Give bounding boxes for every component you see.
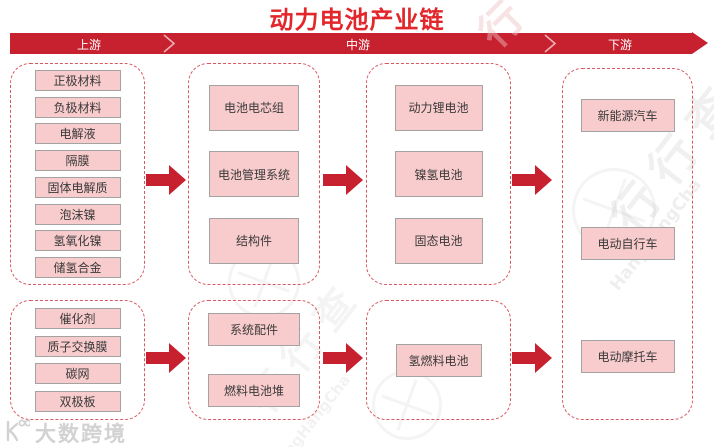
flow-arrow-icon bbox=[512, 165, 552, 195]
node-box: 碳网 bbox=[34, 363, 121, 385]
node-box: 正极材料 bbox=[34, 69, 121, 91]
stage-label-upstream: 上游 bbox=[76, 38, 101, 52]
node-box: 新能源汽车 bbox=[580, 99, 675, 132]
brand-logo-icon bbox=[4, 419, 32, 447]
node-box: 泡沫镍 bbox=[34, 203, 121, 225]
node-box: 质子交换膜 bbox=[34, 335, 121, 357]
node-box: 燃料电池堆 bbox=[208, 374, 300, 407]
flow-arrow-icon bbox=[146, 165, 186, 195]
node-box: 负极材料 bbox=[34, 96, 121, 118]
node-box: 双极板 bbox=[34, 391, 121, 413]
watermark-brand: 大数跨境 bbox=[4, 418, 127, 447]
node-box: 电解液 bbox=[34, 123, 121, 145]
node-box: 固体电解质 bbox=[34, 176, 121, 198]
banner-arrow-tip-icon bbox=[692, 32, 708, 54]
group-midstream-battery-products: 动力锂电池镍氢电池固态电池 bbox=[366, 63, 511, 285]
group-midstream-fuelcell-components: 系统配件燃料电池堆 bbox=[188, 300, 320, 420]
node-box: 催化剂 bbox=[34, 307, 121, 329]
watermark-brand-text: 大数跨境 bbox=[35, 422, 127, 446]
group-upstream-fuelcell-materials: 催化剂质子交换膜碳网双极板 bbox=[10, 300, 145, 420]
node-box: 系统配件 bbox=[208, 313, 300, 346]
chevron-right-icon bbox=[162, 34, 176, 57]
flow-arrow-icon bbox=[323, 165, 363, 195]
node-box: 电池管理系统 bbox=[209, 151, 299, 197]
node-box: 固态电池 bbox=[394, 217, 483, 264]
group-upstream-battery-materials: 正极材料负极材料电解液隔膜固体电解质泡沫镍氢氧化镍储氢合金 bbox=[10, 63, 145, 285]
stage-banner-bar bbox=[10, 33, 692, 54]
group-downstream-applications: 新能源汽车电动自行车电动摩托车 bbox=[562, 68, 693, 420]
node-box: 结构件 bbox=[209, 217, 299, 264]
stage-label-downstream: 下游 bbox=[607, 38, 632, 52]
flow-arrow-icon bbox=[512, 343, 552, 373]
chevron-right-icon bbox=[543, 34, 557, 57]
stage-label-midstream: 中游 bbox=[345, 38, 370, 52]
group-midstream-fuelcell-products: 氢燃料电池 bbox=[366, 300, 511, 420]
node-box: 镍氢电池 bbox=[394, 151, 483, 197]
node-box: 电动摩托车 bbox=[580, 340, 675, 373]
node-box: 隔膜 bbox=[34, 150, 121, 172]
node-box: 电动自行车 bbox=[580, 227, 675, 260]
node-box: 动力锂电池 bbox=[394, 84, 483, 131]
flow-arrow-icon bbox=[146, 343, 186, 373]
node-box: 电池电芯组 bbox=[209, 84, 299, 131]
flow-arrow-icon bbox=[323, 343, 363, 373]
node-box: 储氢合金 bbox=[34, 257, 121, 279]
group-midstream-battery-components: 电池电芯组电池管理系统结构件 bbox=[188, 63, 320, 285]
page-title: 动力电池产业链 bbox=[269, 6, 445, 34]
node-box: 氢氧化镍 bbox=[34, 230, 121, 252]
node-box: 氢燃料电池 bbox=[395, 343, 482, 377]
